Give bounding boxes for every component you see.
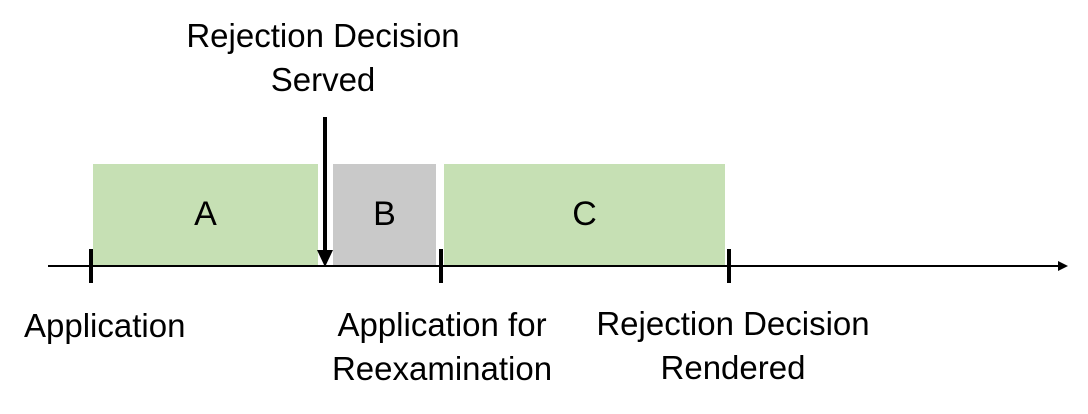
period-block-a: A: [93, 164, 318, 265]
period-block-c: C: [444, 164, 725, 265]
served-label: Rejection Decision Served: [186, 14, 459, 102]
rendered-label-line2: Rendered: [660, 349, 806, 386]
served-label-line1: Rejection Decision: [186, 17, 460, 54]
reexam-label-line1: Application for: [337, 306, 547, 343]
rendered-label-line1: Rejection Decision: [596, 305, 870, 342]
milestone-reexamination-label: Application for Reexamination: [332, 303, 552, 391]
served-arrow-head: [317, 250, 333, 267]
period-block-c-label: C: [572, 195, 597, 233]
application-label-text: Application: [24, 307, 186, 344]
served-label-line2: Served: [270, 61, 376, 98]
period-block-b: B: [333, 164, 436, 265]
milestone-rendered-label: Rejection Decision Rendered: [596, 302, 869, 390]
period-block-a-label: A: [194, 195, 217, 233]
milestone-application-label: Application: [24, 304, 185, 348]
period-block-b-label: B: [373, 195, 396, 233]
reexam-label-line2: Reexamination: [331, 350, 553, 387]
